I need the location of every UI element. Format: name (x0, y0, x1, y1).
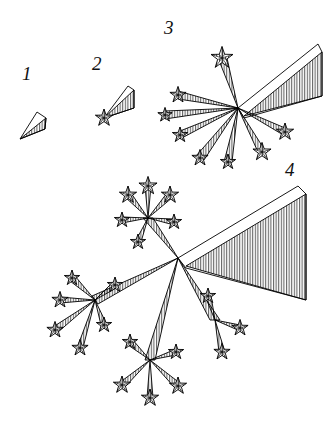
callout-number: 4 (285, 160, 295, 179)
callout-number: 2 (92, 54, 102, 73)
callout-number: 1 (22, 64, 32, 83)
callout-number: 3 (164, 18, 174, 37)
